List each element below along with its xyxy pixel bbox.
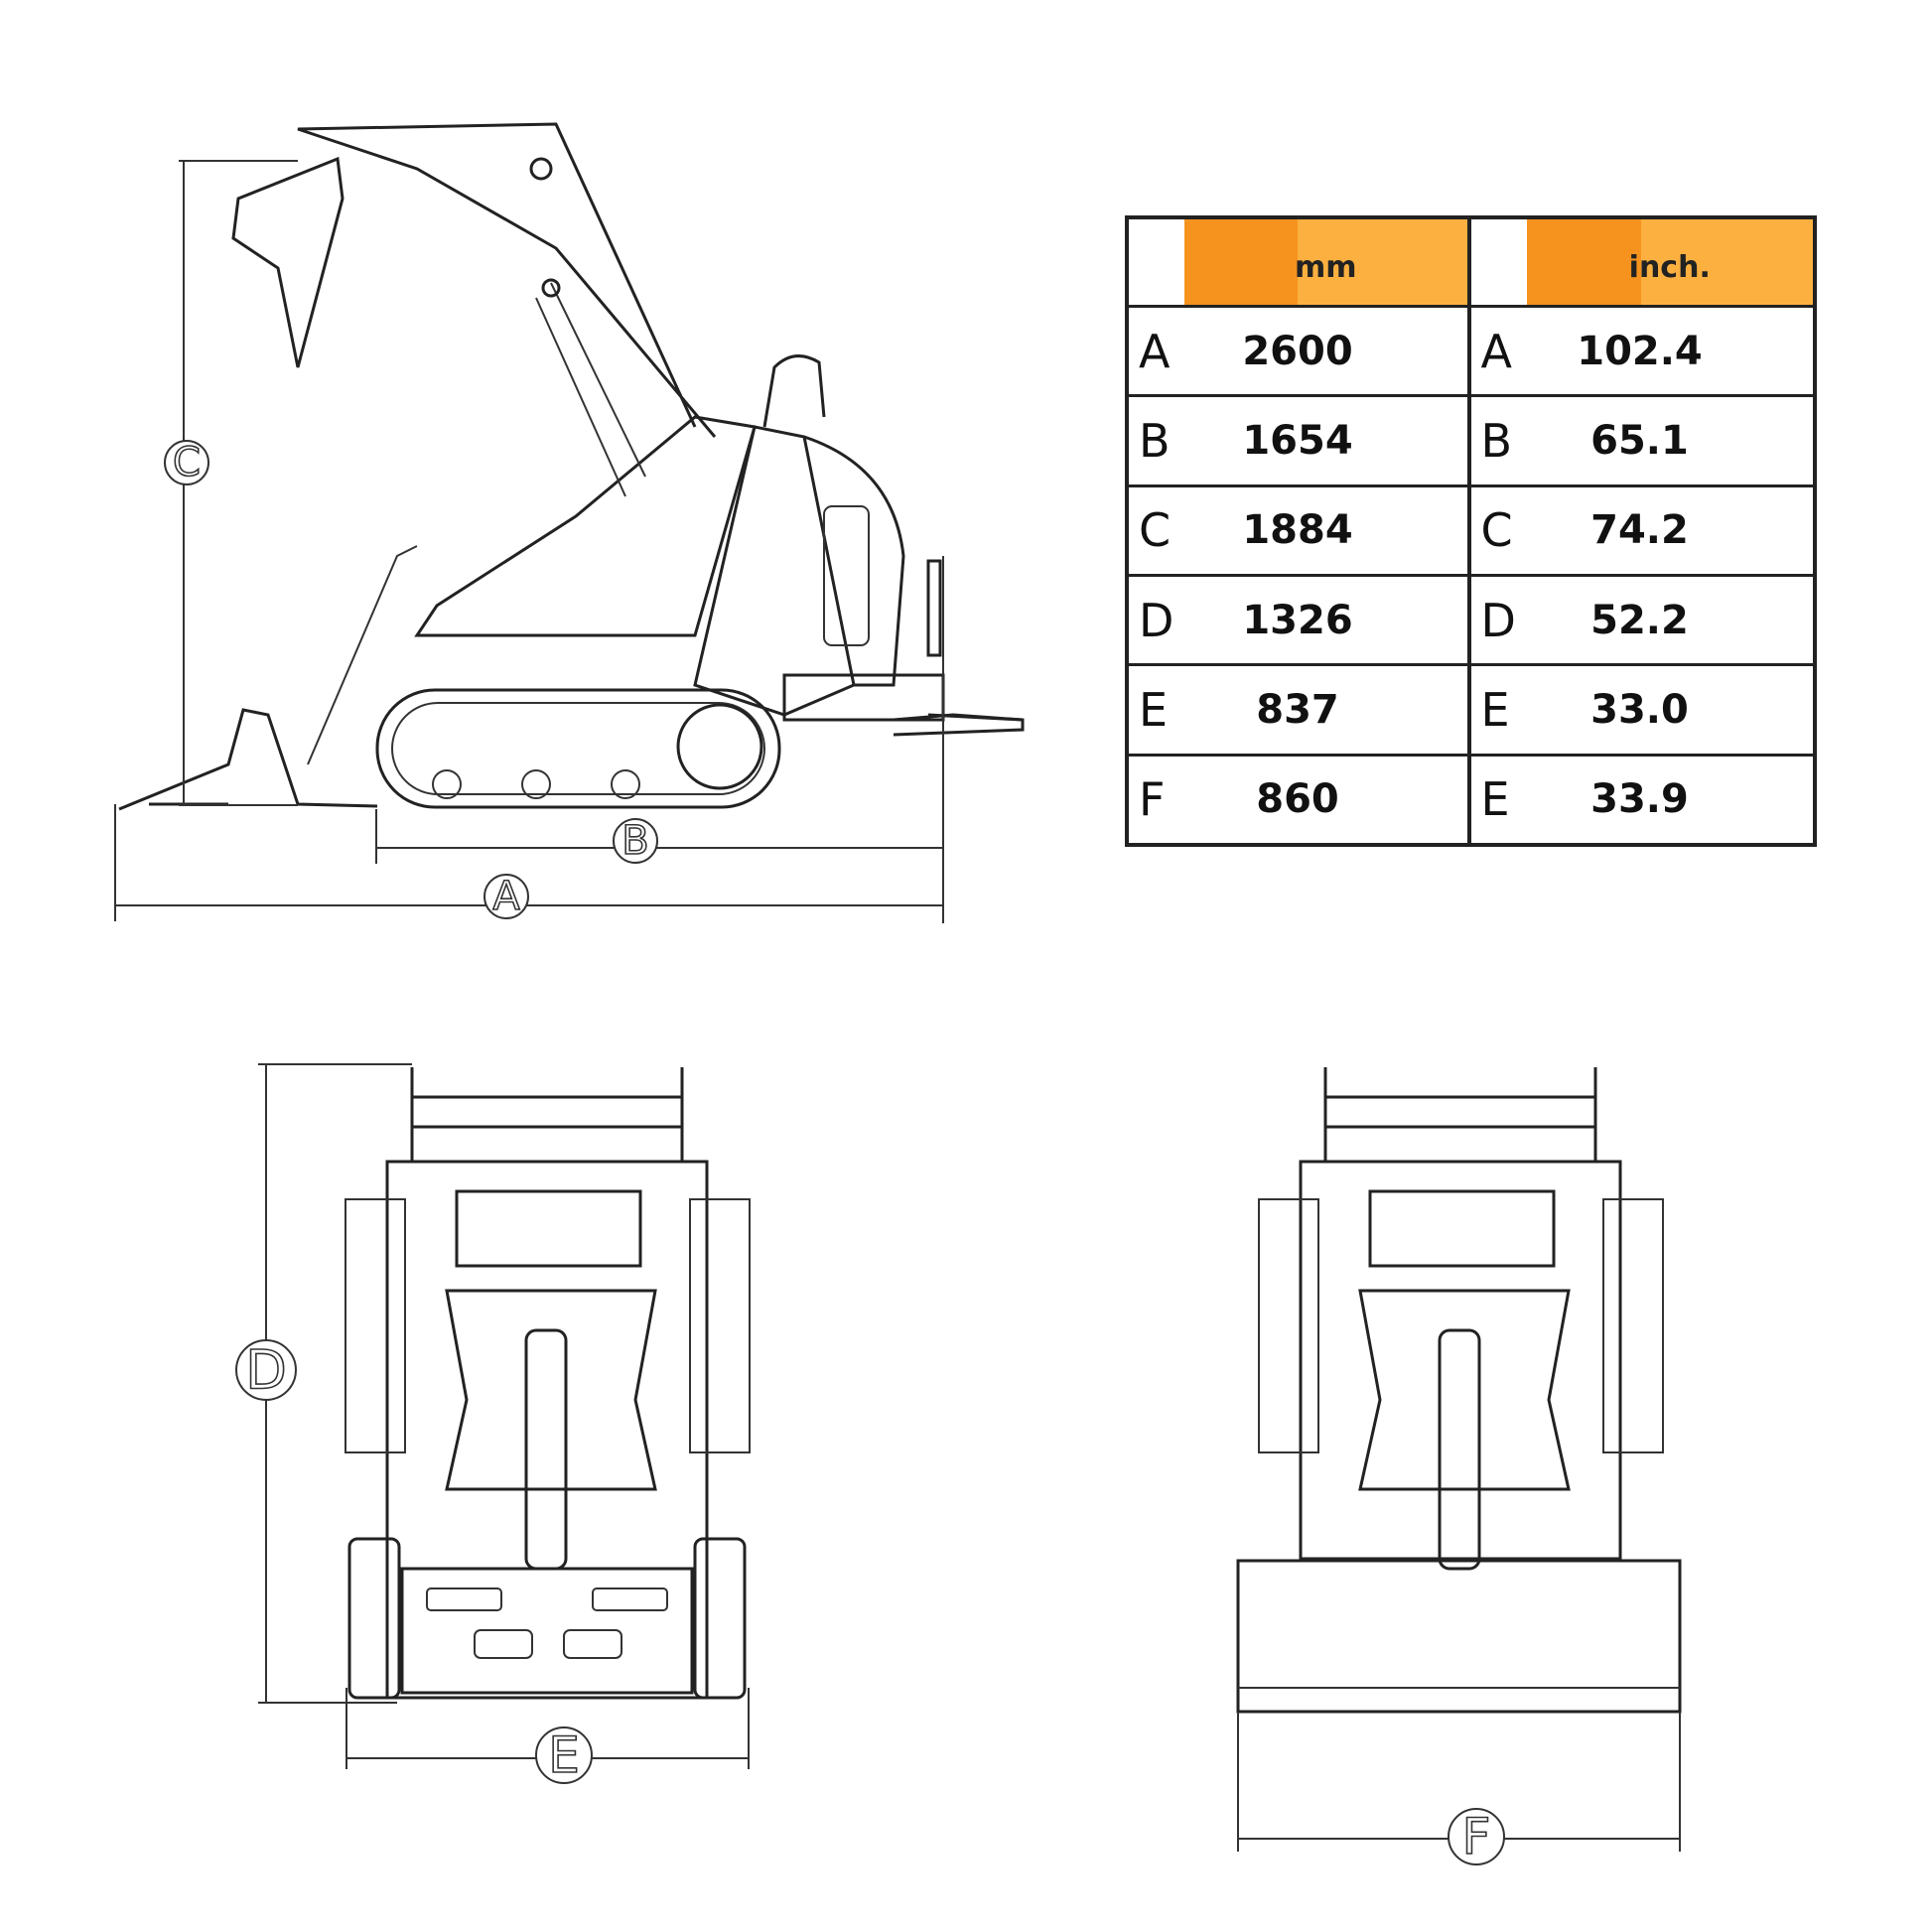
- row-key: A: [1480, 324, 1512, 378]
- row-key: E: [1480, 682, 1510, 737]
- table-row: B 65.1: [1470, 397, 1813, 487]
- table-row: C 1884: [1129, 487, 1467, 577]
- raised-bucket: [231, 156, 345, 368]
- mm-column: mm A 2600 B 1654 C 1884 D 1326 E 837 F 860: [1129, 219, 1471, 843]
- row-value: 74.2: [1590, 507, 1689, 554]
- row-value: 1326: [1242, 597, 1353, 643]
- dimension-label-a: A: [492, 874, 520, 919]
- table-row: C 74.2: [1470, 487, 1813, 577]
- row-value: 1654: [1242, 417, 1353, 464]
- row-key: B: [1139, 413, 1171, 468]
- dimension-label-f: F: [1462, 1808, 1491, 1865]
- dimension-d: D: [235, 1063, 412, 1704]
- dimension-f: F: [1237, 1712, 1681, 1866]
- row-value: 65.1: [1590, 417, 1689, 464]
- dimension-b: B: [375, 556, 944, 923]
- track: [375, 688, 781, 809]
- row-value: 860: [1256, 776, 1339, 823]
- row-key: F: [1139, 772, 1166, 827]
- dimension-label-d: D: [245, 1339, 287, 1402]
- side-view-loader: [118, 122, 1025, 811]
- dimension-e: E: [345, 1688, 750, 1785]
- dimension-a: A: [114, 804, 943, 921]
- inch-column: inch. A 102.4 B 65.1 C 74.2 D 52.2 E 33.0 E 33…: [1470, 219, 1814, 843]
- row-value: 52.2: [1590, 597, 1689, 643]
- table-row: E 33.9: [1471, 757, 1814, 843]
- dimension-label-b: B: [621, 818, 648, 864]
- chassis: [414, 415, 757, 637]
- row-key: B: [1480, 413, 1513, 468]
- row-key: A: [1139, 324, 1171, 378]
- row-key: D: [1139, 593, 1174, 647]
- row-value: 33.9: [1590, 776, 1689, 823]
- mm-header: mm: [1184, 219, 1467, 305]
- row-value: 102.4: [1577, 328, 1703, 374]
- dimension-label-e: E: [548, 1726, 580, 1784]
- row-key: C: [1480, 503, 1513, 558]
- inch-header: inch.: [1526, 219, 1813, 305]
- row-key: E: [1480, 772, 1510, 827]
- dimension-label-c: C: [173, 440, 201, 485]
- row-key: C: [1139, 503, 1172, 558]
- table-row: A 102.4: [1470, 308, 1813, 398]
- table-row: E 33.0: [1470, 666, 1813, 757]
- row-value: 33.0: [1590, 686, 1689, 733]
- table-row: F 860: [1129, 757, 1467, 843]
- row-key: E: [1139, 682, 1169, 737]
- row-value: 837: [1256, 686, 1339, 733]
- row-key: D: [1480, 593, 1516, 647]
- rear-view-loader: [1236, 1067, 1682, 1714]
- dimension-c: C: [164, 160, 298, 806]
- table-row: A 2600: [1129, 308, 1467, 398]
- table-row: D 52.2: [1470, 577, 1813, 667]
- table-row: E 837: [1129, 666, 1467, 757]
- dimension-spec-table: mm A 2600 B 1654 C 1884 D 1326 E 837 F 860 inc…: [1125, 215, 1817, 847]
- table-row: B 1654: [1129, 397, 1467, 487]
- row-value: 2600: [1242, 328, 1353, 374]
- front-view-loader: [345, 1067, 751, 1700]
- table-row: D 1326: [1129, 577, 1467, 667]
- row-value: 1884: [1242, 507, 1353, 554]
- rear-blade: [1236, 1559, 1682, 1714]
